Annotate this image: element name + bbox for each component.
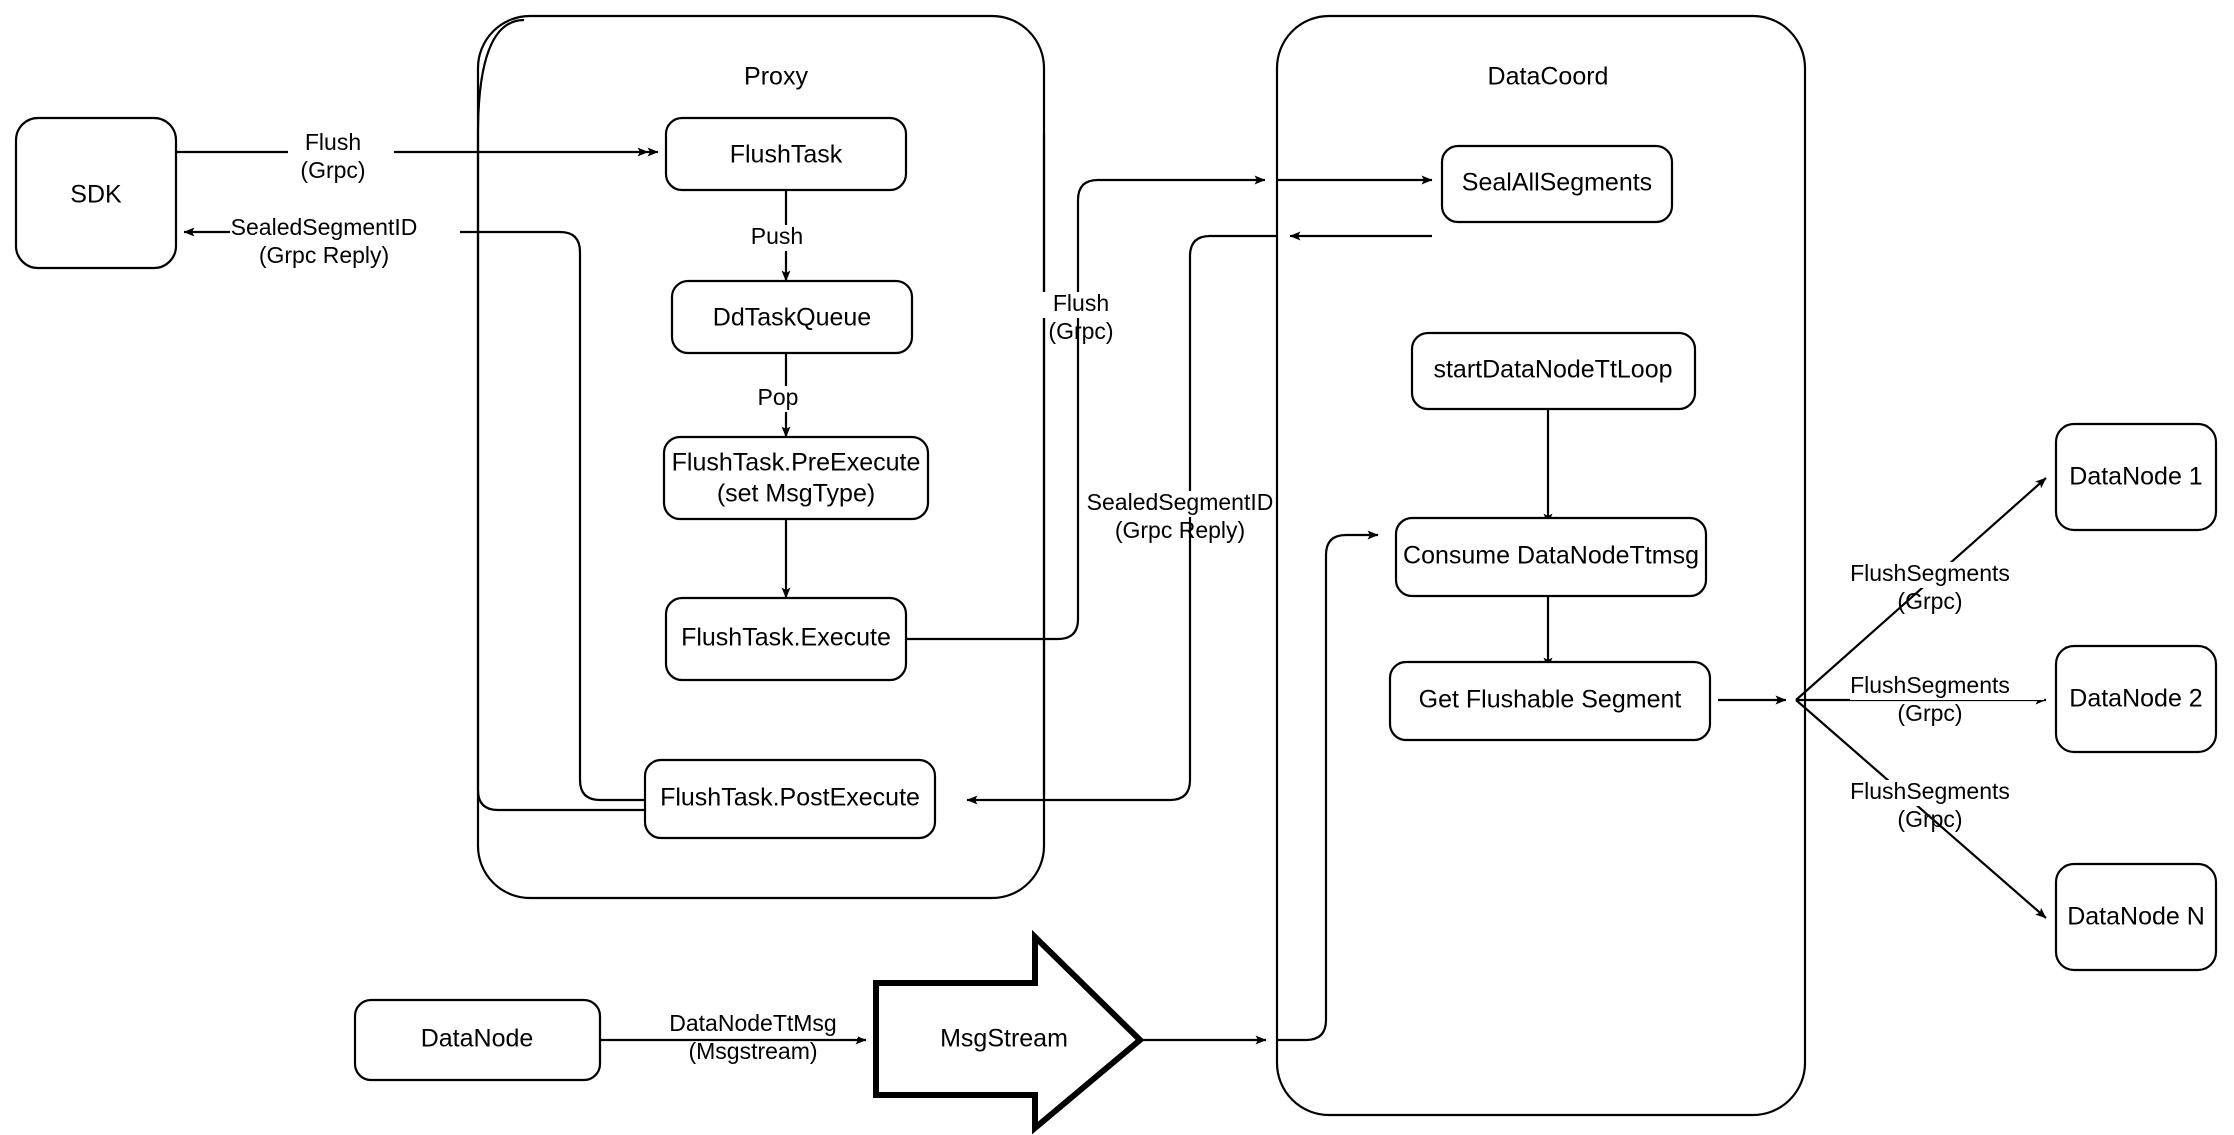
node-datanode-n-label: DataNode N bbox=[2067, 903, 2205, 931]
node-flushtask-execute[interactable] bbox=[664, 596, 908, 682]
node-datanode-source[interactable] bbox=[353, 998, 602, 1082]
edge-label-sdk-flush-line1: Flush bbox=[305, 129, 361, 155]
label-bg-flush-grpc-coord bbox=[1035, 292, 1131, 318]
node-sealallsegments[interactable] bbox=[1440, 144, 1674, 224]
node-start-datanode-tt-loop-label: startDataNodeTtLoop bbox=[1433, 356, 1672, 384]
edge-junction-to-datanode-n bbox=[1795, 699, 2047, 919]
label-bg-sealedsegmentid-sdk bbox=[230, 216, 460, 242]
edge-label-coord-reply-line2: (Grpc Reply) bbox=[1115, 517, 1245, 543]
group-datacoord-title: DataCoord bbox=[1488, 63, 1609, 91]
edge-label-sdk-reply-line1: SealedSegmentID bbox=[231, 214, 418, 240]
node-sdk-label: SDK bbox=[70, 181, 122, 209]
node-flushtask-postexecute[interactable] bbox=[643, 758, 937, 840]
node-datanode-1[interactable] bbox=[2054, 422, 2218, 532]
edge-label-flushsegments-2-line2: (Grpc) bbox=[1897, 700, 1962, 726]
edge-proxy-left-rail bbox=[476, 134, 645, 812]
node-get-flushable-segment[interactable] bbox=[1388, 660, 1712, 742]
label-bg-flushsegments-n bbox=[1850, 780, 2044, 806]
node-flushtask-preexecute-label-line2: (set MsgType) bbox=[717, 480, 875, 508]
edge-label-push: Push bbox=[751, 223, 803, 249]
edge-label-pop: Pop bbox=[758, 384, 799, 410]
edge-label-coord-flush-line1: Flush bbox=[1053, 290, 1109, 316]
label-bg-flushsegments-2 bbox=[1850, 674, 2044, 700]
edge-label-datanodettmsg-line1: DataNodeTtMsg bbox=[669, 1010, 836, 1036]
edge-label-sdk-flush-line2: (Grpc) bbox=[300, 157, 365, 183]
node-datanode-1-label: DataNode 1 bbox=[2069, 463, 2202, 491]
edge-label-flushsegments-2-line1: FlushSegments bbox=[1850, 672, 2010, 698]
node-flushtask-label: FlushTask bbox=[730, 141, 843, 169]
node-datanode-2[interactable] bbox=[2054, 644, 2218, 754]
node-datanode-source-label: DataNode bbox=[421, 1025, 534, 1053]
label-bg-flush-grpc-sdk bbox=[288, 131, 394, 157]
label-bg-datanodettmsg bbox=[654, 1012, 858, 1038]
node-consume-datanode-ttmsg-label: Consume DataNodeTtmsg bbox=[1403, 542, 1699, 570]
edge-execute-to-datacoord bbox=[906, 175, 1266, 641]
node-sdk[interactable] bbox=[14, 116, 178, 270]
node-ddtaskqueue[interactable] bbox=[670, 279, 914, 355]
edge-datacoord-reply-rail bbox=[966, 234, 1277, 805]
edge-label-flushsegments-n-line1: FlushSegments bbox=[1850, 778, 2010, 804]
edge-label-sdk-reply-line2: (Grpc Reply) bbox=[259, 242, 389, 268]
label-bg-pop bbox=[752, 386, 804, 412]
node-ddtaskqueue-label: DdTaskQueue bbox=[713, 304, 871, 332]
node-start-datanode-tt-loop[interactable] bbox=[1410, 331, 1697, 411]
edge-label-datanodettmsg-line2: (Msgstream) bbox=[688, 1038, 817, 1064]
node-msgstream-label: MsgStream bbox=[940, 1025, 1068, 1053]
node-flushtask-execute-label: FlushTask.Execute bbox=[681, 624, 891, 652]
edge-datacoord-tt-rail bbox=[1277, 530, 1379, 1042]
node-get-flushable-segment-label: Get Flushable Segment bbox=[1419, 686, 1682, 714]
node-datanode-2-label: DataNode 2 bbox=[2069, 685, 2202, 713]
node-flushtask[interactable] bbox=[664, 116, 908, 192]
node-datanode-n[interactable] bbox=[2054, 862, 2218, 972]
edge-label-coord-reply-line1: SealedSegmentID bbox=[1087, 489, 1274, 515]
node-consume-datanode-ttmsg[interactable] bbox=[1394, 516, 1708, 598]
edge-label-flushsegments-1-line1: FlushSegments bbox=[1850, 560, 2010, 586]
node-sealallsegments-label: SealAllSegments bbox=[1462, 169, 1652, 197]
edge-junction-to-datanode-1 bbox=[1795, 477, 2047, 701]
label-bg-flushsegments-1 bbox=[1850, 562, 2044, 588]
node-flushtask-postexecute-label: FlushTask.PostExecute bbox=[660, 784, 920, 812]
label-bg-sealedsegmentid-coord bbox=[1090, 491, 1270, 517]
label-bg-push bbox=[747, 225, 807, 251]
edge-label-flushsegments-1-line2: (Grpc) bbox=[1897, 588, 1962, 614]
edge-postexecute-return bbox=[492, 230, 645, 802]
node-msgstream[interactable] bbox=[873, 929, 1145, 1135]
edge-label-flushsegments-n-line2: (Grpc) bbox=[1897, 806, 1962, 832]
node-flushtask-preexecute-label-line1: FlushTask.PreExecute bbox=[672, 449, 921, 477]
edge-label-coord-flush-line2: (Grpc) bbox=[1048, 318, 1113, 344]
node-flushtask-preexecute[interactable] bbox=[662, 435, 930, 521]
group-proxy-title: Proxy bbox=[744, 63, 808, 91]
edge-proxy-left-rail-top bbox=[476, 18, 525, 135]
